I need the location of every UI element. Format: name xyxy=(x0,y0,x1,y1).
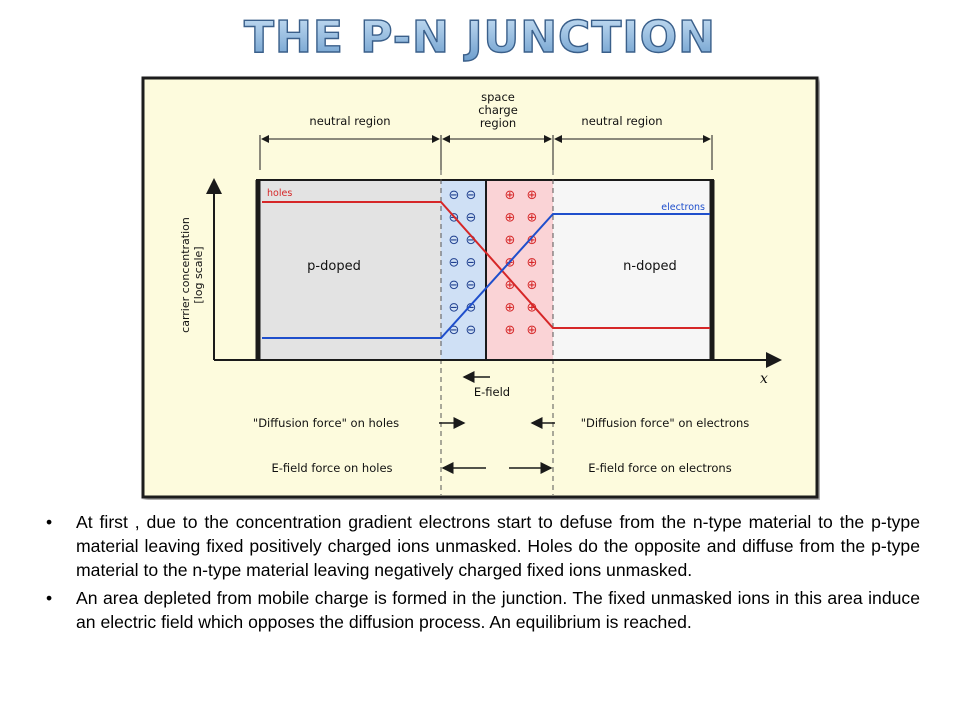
bullet-dot: • xyxy=(46,588,53,608)
neutral-region-right-label: neutral region xyxy=(581,114,662,128)
positive-ion-icon: ⊕ xyxy=(505,301,516,316)
efield-force-electrons-label: E-field force on electrons xyxy=(588,461,731,475)
negative-ion-icon: ⊖ xyxy=(466,301,477,316)
positive-ion-icon: ⊕ xyxy=(527,256,538,271)
efield-force-holes-label: E-field force on holes xyxy=(271,461,392,475)
electrons-curve xyxy=(262,213,710,339)
positive-ion-icon: ⊕ xyxy=(527,211,538,226)
negative-ion-icon: ⊖ xyxy=(466,211,477,226)
diffusion-force-holes-label: "Diffusion force" on holes xyxy=(253,416,399,430)
space-charge-label-3: region xyxy=(480,116,516,130)
bullet-text-1: At first , due to the concentration grad… xyxy=(76,512,920,580)
bullet-list: • At first , due to the concentration gra… xyxy=(40,510,920,638)
bullet-item: • An area depleted from mobile charge is … xyxy=(40,586,920,634)
p-doped-label: p-doped xyxy=(307,259,361,274)
negative-ion-icon: ⊖ xyxy=(449,233,460,248)
slide-title-area: THE P-N JUNCTION xyxy=(0,0,960,72)
p-region xyxy=(257,180,441,360)
pn-junction-diagram: neutral region space charge region neutr… xyxy=(140,75,820,500)
positive-ion-zone xyxy=(486,180,553,360)
negative-ion-icon: ⊖ xyxy=(449,188,460,203)
region-dimension-lines xyxy=(259,135,713,170)
electrons-label: electrons xyxy=(661,202,705,213)
slide-title-svg: THE P-N JUNCTION xyxy=(243,11,716,63)
negative-ion-icon: ⊖ xyxy=(466,188,477,203)
x-axis-label: x xyxy=(760,371,768,387)
n-doped-label: n-doped xyxy=(623,259,677,274)
positive-ion-icon: ⊕ xyxy=(505,211,516,226)
n-region xyxy=(553,180,713,360)
y-axis-label-1: carrier concentration xyxy=(179,217,192,333)
positive-ion-icon: ⊕ xyxy=(505,323,516,338)
bullet-item: • At first , due to the concentration gra… xyxy=(40,510,920,582)
negative-ion-icon: ⊖ xyxy=(466,256,477,271)
depletion-boundaries xyxy=(440,170,554,495)
negative-ion-icon: ⊖ xyxy=(449,323,460,338)
diffusion-force-electrons-label: "Diffusion force" on electrons xyxy=(581,416,750,430)
e-field-label: E-field xyxy=(474,385,510,399)
positive-ion-icon: ⊕ xyxy=(505,188,516,203)
holes-curve xyxy=(262,201,710,329)
negative-ion-icon: ⊖ xyxy=(466,233,477,248)
negative-ion-icon: ⊖ xyxy=(466,278,477,293)
positive-ion-icon: ⊕ xyxy=(527,278,538,293)
negative-ion-icon: ⊖ xyxy=(449,278,460,293)
space-charge-label-2: charge xyxy=(478,103,518,117)
neutral-region-left-label: neutral region xyxy=(309,114,390,128)
positive-ion-icon: ⊕ xyxy=(527,323,538,338)
negative-ion-icon: ⊖ xyxy=(466,323,477,338)
negative-ion-icon: ⊖ xyxy=(449,301,460,316)
y-axis-label-2: [log scale] xyxy=(192,246,205,303)
positive-ion-icon: ⊕ xyxy=(527,301,538,316)
holes-label: holes xyxy=(267,188,292,199)
positive-ion-icon: ⊕ xyxy=(505,233,516,248)
slide-title: THE P-N JUNCTION xyxy=(244,12,716,63)
bullet-text-2: An area depleted from mobile charge is f… xyxy=(76,588,920,632)
diagram-svg: neutral region space charge region neutr… xyxy=(141,76,819,499)
bullet-dot: • xyxy=(46,512,53,532)
space-charge-label-1: space xyxy=(481,90,515,104)
negative-ion-icon: ⊖ xyxy=(449,256,460,271)
positive-ion-icon: ⊕ xyxy=(527,188,538,203)
positive-ion-icon: ⊕ xyxy=(505,278,516,293)
positive-ion-icon: ⊕ xyxy=(527,233,538,248)
